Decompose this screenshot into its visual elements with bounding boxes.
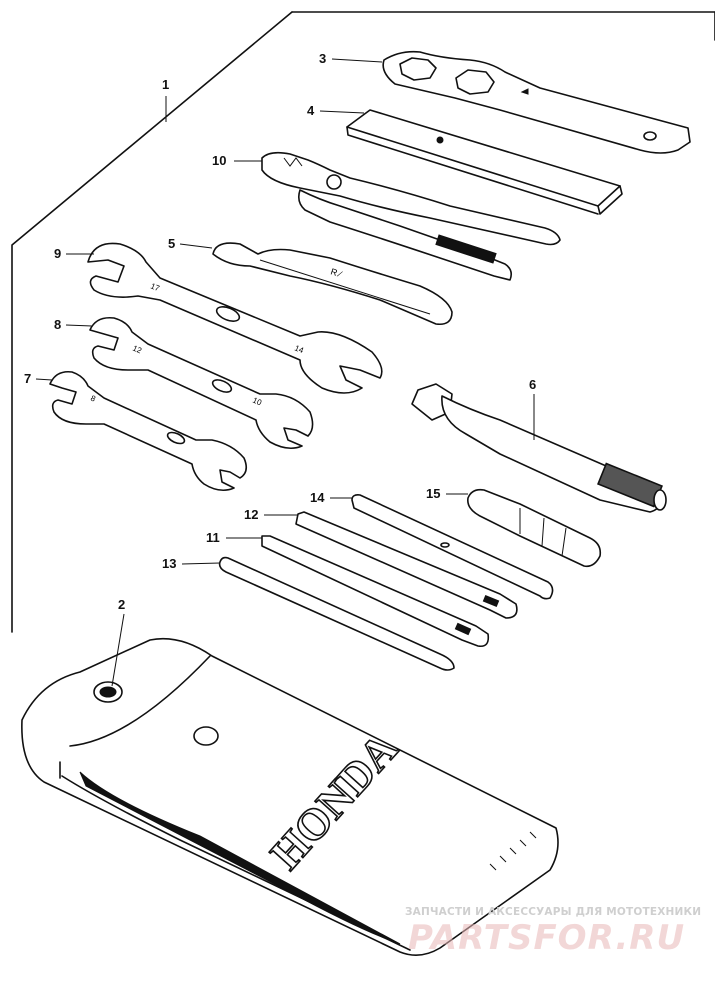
watermark-logo: PARTSFOR.RU	[408, 918, 686, 958]
flat-bar-part-4	[346, 109, 623, 215]
svg-text:10: 10	[251, 396, 263, 408]
callout-14: 14	[310, 490, 325, 505]
svg-text:14: 14	[293, 344, 305, 356]
pliers-part-10	[261, 151, 561, 281]
callout-11: 11	[206, 530, 220, 545]
callout-9: 9	[54, 246, 62, 261]
pin-part-14	[351, 494, 554, 600]
callout-6: 6	[529, 377, 537, 392]
svg-text:12: 12	[131, 344, 143, 356]
open-wrench-part-8: 12 10	[89, 316, 314, 450]
box-wrench-part-3	[382, 50, 691, 154]
tool-pouch-part-2: HONDA	[21, 637, 559, 956]
svg-text:17: 17	[149, 282, 161, 294]
callout-4: 4	[307, 103, 315, 118]
callout-8: 8	[54, 317, 62, 332]
callout-15: 15	[426, 486, 441, 501]
callout-7: 7	[24, 371, 32, 386]
screwdriver-bit-part-13	[218, 556, 455, 671]
callout-10: 10	[212, 153, 227, 168]
callout-2: 2	[118, 597, 126, 612]
callout-13: 13	[162, 556, 177, 571]
svg-text:R ⁄: R ⁄	[329, 266, 344, 279]
callout-12: 12	[244, 507, 259, 522]
hook-spanner-part-5: R ⁄	[212, 242, 453, 326]
callout-3: 3	[319, 51, 327, 66]
screwdriver-handle-part-15	[467, 488, 602, 568]
screwdriver-blade-part-11	[261, 535, 490, 648]
open-wrench-part-7: 8	[49, 370, 248, 492]
tool-kit-outline	[11, 11, 715, 633]
socket-handle-part-6	[411, 383, 667, 513]
watermark-tagline: ЗАПЧАСТИ И АКСЕССУАРЫ ДЛЯ МОТОТЕХНИКИ	[405, 906, 702, 918]
leader-lines	[35, 58, 535, 687]
screwdriver-blade-part-12	[295, 511, 518, 619]
open-wrench-part-9: 17 14	[87, 242, 383, 394]
svg-text:8: 8	[89, 394, 97, 404]
callout-1: 1	[162, 77, 170, 92]
callout-5: 5	[168, 236, 176, 251]
